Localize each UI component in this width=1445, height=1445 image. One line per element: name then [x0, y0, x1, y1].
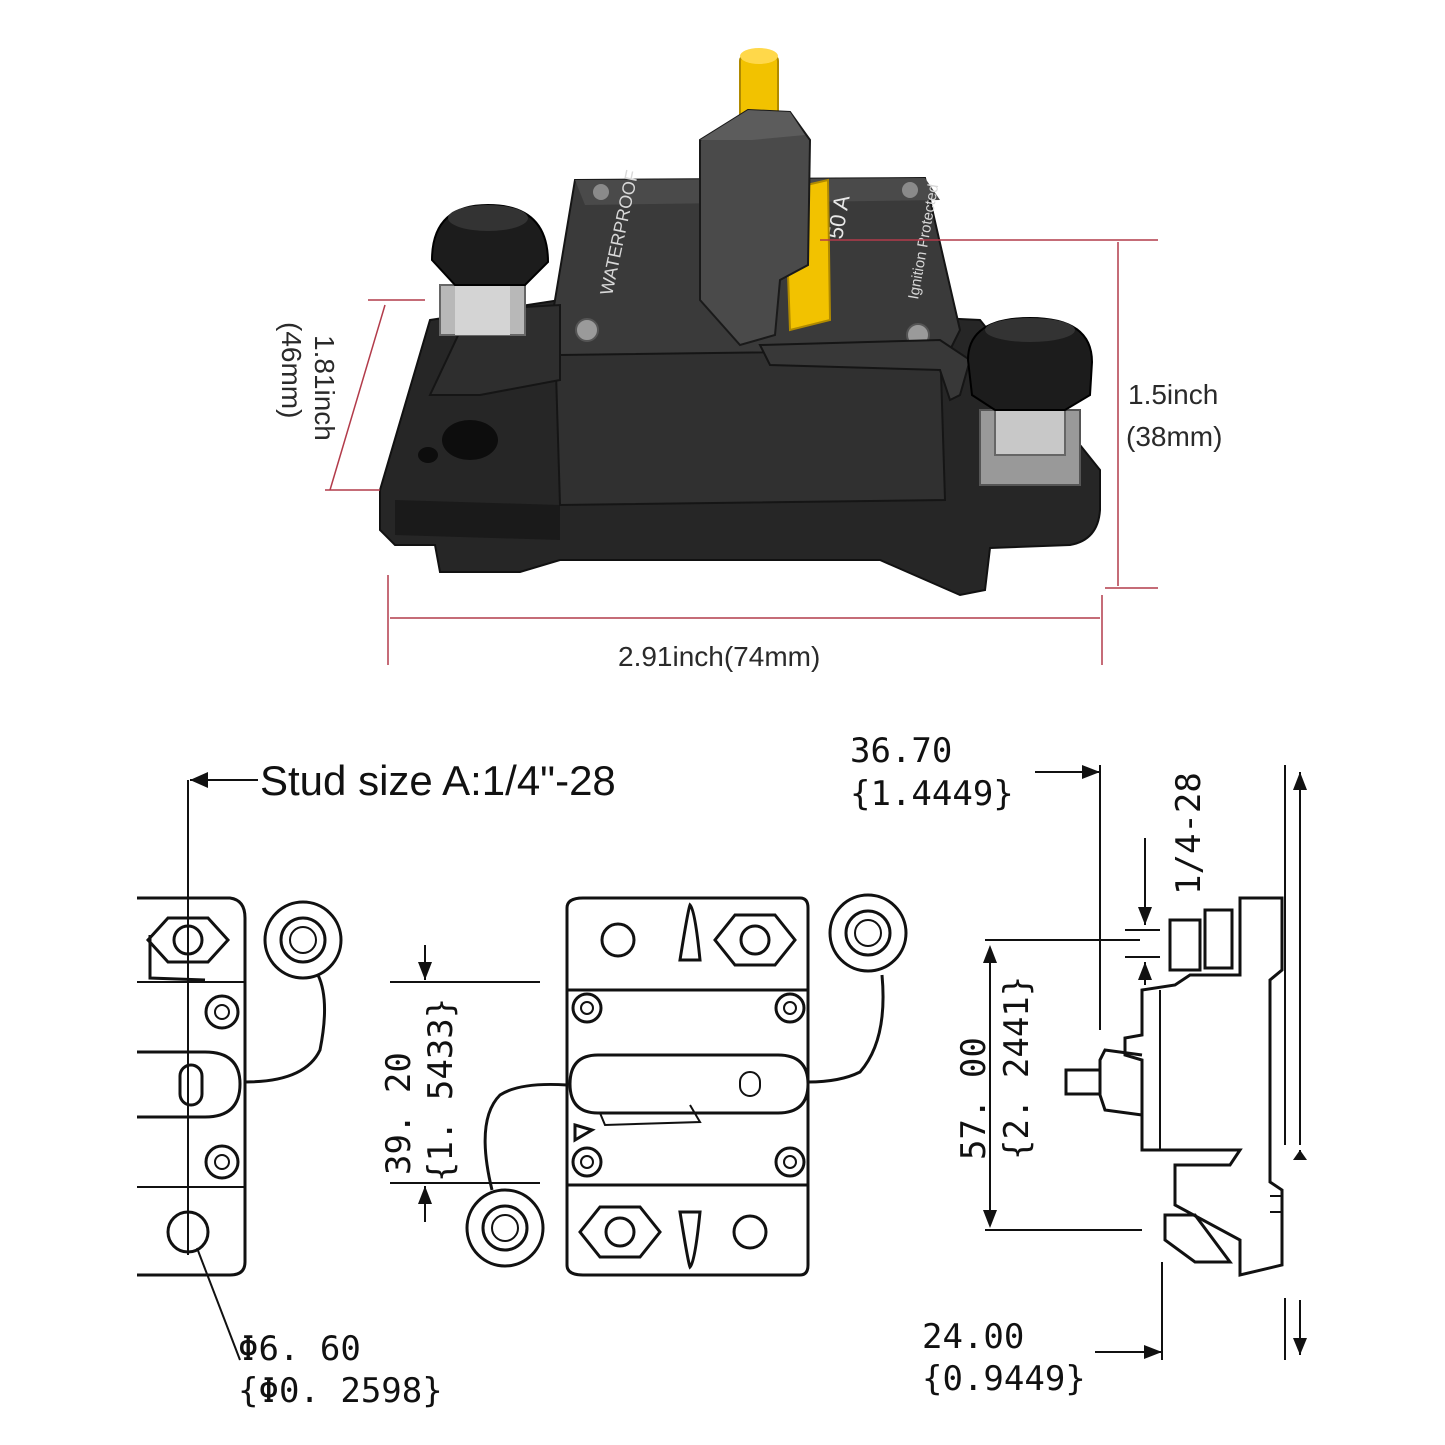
- base-in: {0.9449}: [922, 1359, 1086, 1399]
- height-label-1: 1.81inch: [309, 335, 340, 441]
- center-distance-in: {1. 5433}: [421, 998, 461, 1182]
- mount-hole: [442, 420, 498, 460]
- base-mm: 24.00: [922, 1317, 1024, 1357]
- height-label-2: (46mm): [276, 322, 307, 418]
- width-label: 2.91inch(74mm): [618, 641, 820, 672]
- left-view: [137, 772, 343, 1361]
- hole-dia-in: {Φ0. 2598}: [238, 1371, 443, 1411]
- height-in: {2. 2441}: [997, 976, 1037, 1160]
- breaker-photo: WATERPROOF 50 A Ignition Protected: [276, 48, 1222, 672]
- center-distance-mm: 39. 20: [379, 1052, 419, 1175]
- center-view: [390, 893, 908, 1277]
- right-height-label-1: 1.5inch: [1128, 379, 1218, 410]
- stud-size-label: Stud size A:1/4"-28: [260, 757, 616, 804]
- right-height-label-2: (38mm): [1126, 421, 1222, 452]
- cap-screw: [575, 318, 599, 342]
- right-terminal: [966, 316, 1094, 486]
- left-terminal: [430, 203, 550, 336]
- thread-label: 1/4-28: [1169, 772, 1209, 895]
- side-view: [983, 765, 1307, 1360]
- depth-in: {1.4449}: [850, 774, 1014, 814]
- height-mm: 57. 00: [954, 1037, 994, 1160]
- depth-mm: 36.70: [850, 731, 952, 771]
- dimension-guides: [325, 239, 1158, 665]
- hole-dia-mm: Φ6. 60: [238, 1329, 361, 1369]
